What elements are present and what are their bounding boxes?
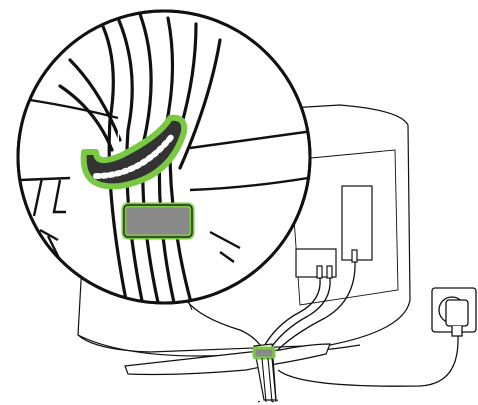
tie-cable-holder-small xyxy=(254,348,274,358)
tv-stand xyxy=(125,344,330,400)
tie-cable-holder xyxy=(124,205,192,237)
